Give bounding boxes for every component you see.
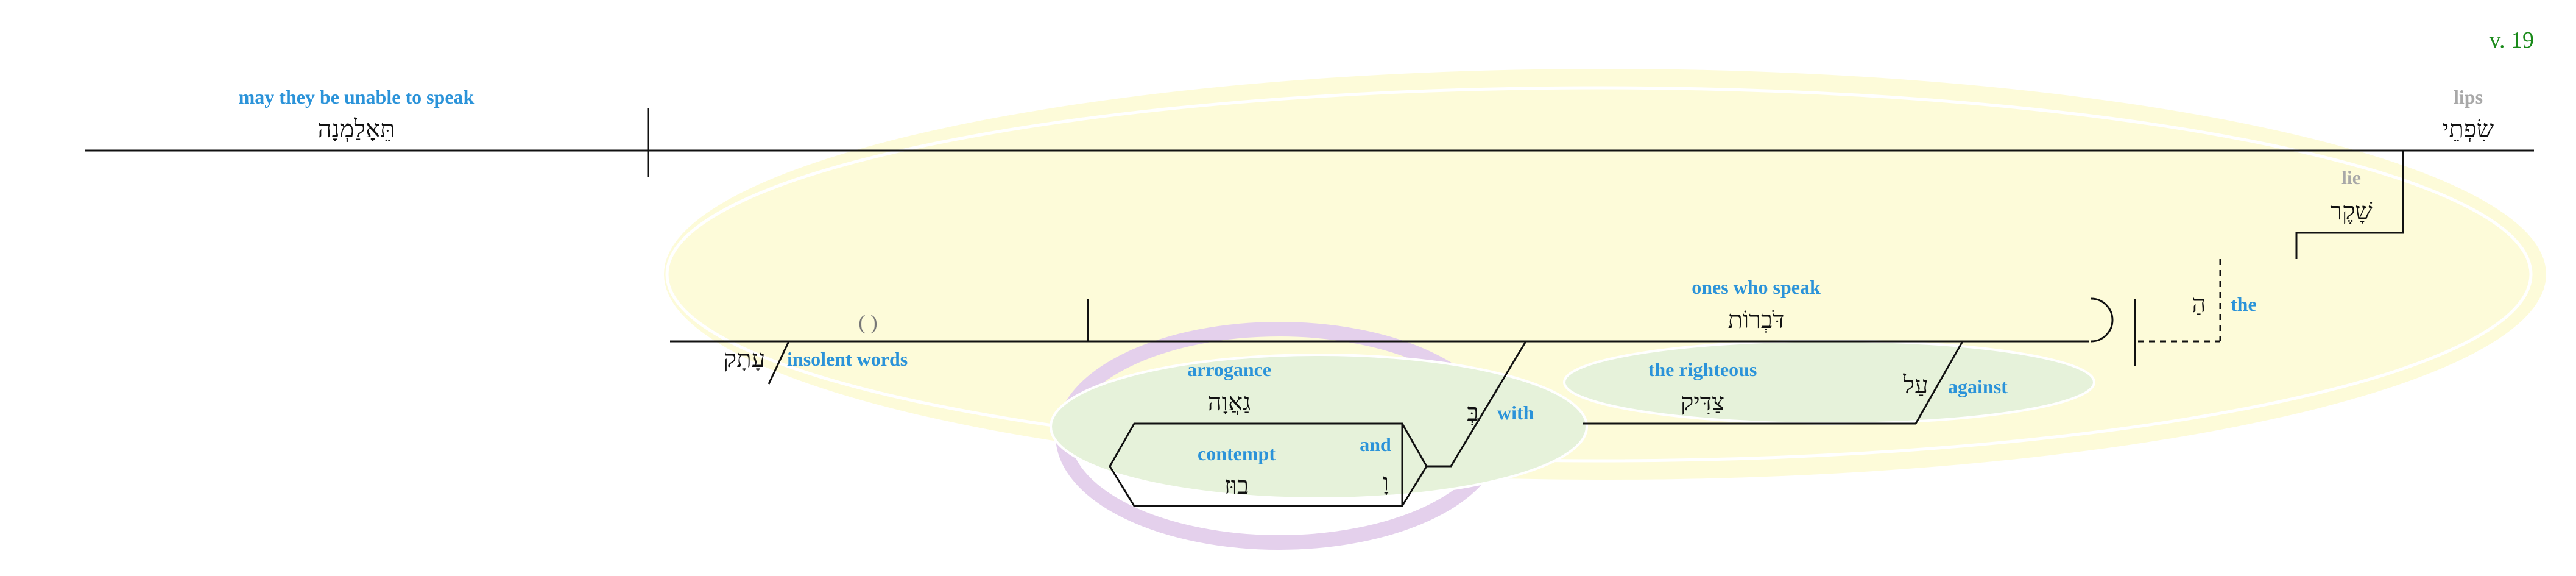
relative-clause-inner-outline bbox=[665, 86, 2533, 463]
with-gloss: with bbox=[1497, 402, 1534, 424]
article-hebrew: הַ bbox=[2192, 290, 2206, 318]
lie-hebrew: שָׁקֶר bbox=[2330, 197, 2373, 226]
verb-hebrew: תֵּאָלַמְנָה bbox=[318, 115, 395, 143]
article-gloss: the bbox=[2231, 293, 2257, 315]
against-gloss: against bbox=[1948, 375, 2008, 397]
righteous-hebrew: צַדִּיק bbox=[1681, 388, 1724, 416]
arrogance-gloss: arrogance bbox=[1187, 358, 1271, 380]
speakers-hebrew: דֹּבְרוֹת bbox=[1728, 306, 1785, 334]
contempt-hebrew: בוּז bbox=[1224, 472, 1249, 500]
and-hebrew: וָ bbox=[1383, 469, 1389, 497]
relative-clause-marker bbox=[2091, 297, 2114, 343]
against-phrase-highlight bbox=[1563, 340, 2095, 425]
and-gloss: and bbox=[1360, 433, 1391, 455]
verse-label: v. 19 bbox=[2489, 27, 2534, 53]
righteous-gloss: the righteous bbox=[1648, 358, 1757, 380]
subject-hebrew: שִׂפְתֵי bbox=[2443, 115, 2494, 143]
contempt-gloss: contempt bbox=[1198, 443, 1276, 464]
subject-gloss: lips bbox=[2454, 86, 2483, 108]
against-hebrew: עַל bbox=[1902, 371, 1928, 399]
object-hebrew: עָתָק bbox=[724, 345, 765, 373]
verb-gloss: may they be unable to speak bbox=[239, 86, 475, 108]
against-phrase-line bbox=[1583, 341, 1964, 425]
with-phrase-line bbox=[1427, 341, 1527, 468]
with-phrase-highlight bbox=[1050, 354, 1588, 500]
object-slant bbox=[768, 341, 790, 385]
relative-clause-highlight bbox=[664, 69, 2546, 480]
speakers-gloss: ones who speak bbox=[1692, 276, 1821, 298]
lie-gloss: lie bbox=[2341, 166, 2361, 188]
object-gloss: insolent words bbox=[787, 348, 908, 370]
object-paren: ( ) bbox=[858, 311, 877, 334]
lie-connector bbox=[2295, 151, 2404, 259]
arrogance-hebrew: גַאֲוָה bbox=[1208, 388, 1251, 416]
with-hebrew: בְּ bbox=[1467, 399, 1478, 427]
